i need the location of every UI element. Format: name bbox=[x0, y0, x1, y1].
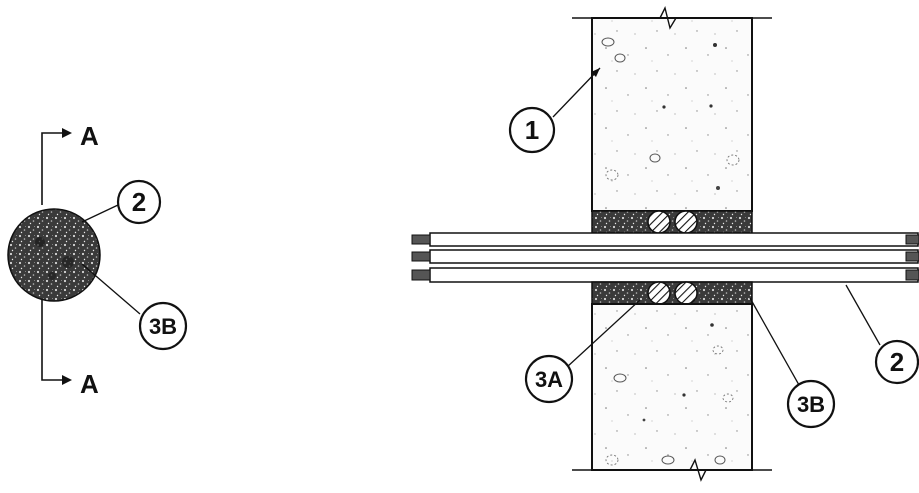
callout-1: 1 bbox=[508, 106, 556, 154]
svg-text:3A: 3A bbox=[535, 367, 563, 392]
cables bbox=[411, 232, 919, 283]
cross-section-view: A A 2 3B bbox=[7, 121, 188, 399]
svg-text:2: 2 bbox=[132, 187, 146, 217]
svg-text:3B: 3B bbox=[149, 314, 177, 339]
callout-2-left: 2 bbox=[116, 179, 162, 225]
section-mark-top: A bbox=[41, 121, 99, 205]
svg-text:1: 1 bbox=[525, 115, 539, 145]
firestop-band-upper bbox=[591, 210, 753, 234]
svg-text:2: 2 bbox=[890, 347, 904, 377]
cable-3 bbox=[411, 267, 919, 283]
concrete-wall-upper bbox=[572, 5, 772, 212]
section-letter-bottom: A bbox=[80, 369, 99, 399]
sealant-cross-section bbox=[7, 208, 101, 302]
firestop-band-lower bbox=[591, 281, 753, 305]
svg-text:3B: 3B bbox=[797, 392, 825, 417]
section-mark-bottom: A bbox=[41, 300, 99, 399]
concrete-wall-lower bbox=[572, 303, 772, 482]
callout-3a: 3A bbox=[524, 354, 574, 404]
callout-2-right: 2 bbox=[874, 339, 919, 385]
elevation-view: 1 3A 3B 2 bbox=[411, 5, 919, 482]
callout-3b-left: 3B bbox=[138, 301, 188, 351]
cable-2 bbox=[411, 249, 919, 264]
cable-1 bbox=[411, 232, 919, 247]
section-letter-top: A bbox=[80, 121, 99, 151]
callout-3b-right: 3B bbox=[786, 379, 836, 429]
